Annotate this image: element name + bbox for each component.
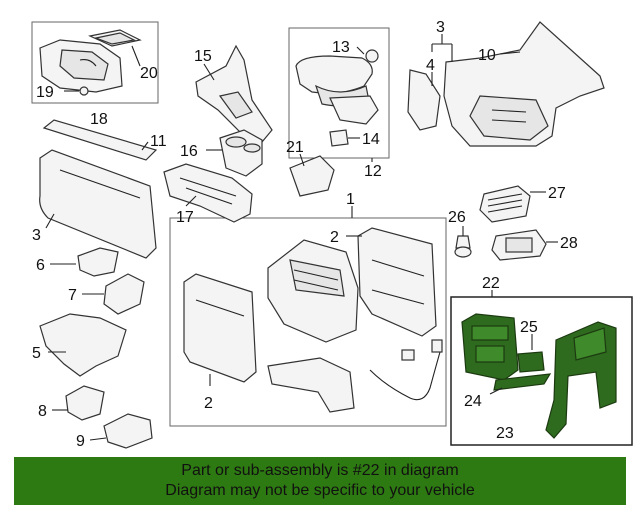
leader-15: [203, 63, 215, 81]
part-19-clip: [79, 86, 89, 96]
part-7-bracket: [103, 273, 145, 315]
callout-3-top: 3: [436, 19, 445, 36]
part-18-tray: [39, 39, 123, 93]
part-8-bracket: [65, 385, 105, 421]
part-1-console-box: [267, 239, 359, 343]
leader-9: [89, 437, 107, 441]
callout-10: 10: [478, 47, 496, 64]
callout-13: 13: [332, 39, 350, 56]
callout-4: 4: [426, 57, 435, 74]
part-13-armrest-lid: [295, 49, 379, 125]
leader-13: [356, 46, 365, 55]
frame-group-22: [450, 296, 633, 446]
leader-3-top: [431, 34, 453, 62]
callout-28: 28: [560, 235, 578, 252]
banner-line-2: Diagram may not be specific to your vehi…: [165, 482, 475, 499]
callout-26: 26: [448, 209, 466, 226]
callout-25: 25: [520, 319, 538, 336]
part-28-vent: [491, 229, 547, 261]
part-5-bracket: [39, 313, 127, 377]
leader-11: [141, 141, 149, 151]
part-2-side-panel: [183, 273, 257, 383]
callout-11: 11: [150, 133, 167, 150]
part-2-panel-right: [357, 227, 437, 337]
leader-20: [131, 45, 141, 67]
part-11-trim: [42, 119, 158, 161]
leader-17: [185, 195, 197, 207]
part-20-lid: [88, 29, 142, 47]
callout-3-left: 3: [32, 227, 41, 244]
leader-10: [499, 51, 521, 55]
banner-line-1: Part or sub-assembly is #22 in diagram: [181, 462, 459, 479]
part-1-lower-cover: [267, 357, 355, 413]
callout-23: 23: [496, 425, 514, 442]
callout-17: 17: [176, 209, 194, 226]
callout-9: 9: [76, 433, 85, 450]
part-10-rear-panel: [443, 21, 605, 147]
part-26-knob: [454, 235, 472, 258]
frame-group-18: [31, 21, 159, 104]
part-15-shift-panel: [195, 44, 273, 143]
callout-22: 22: [482, 275, 500, 292]
frame-group-12: [288, 27, 390, 159]
callout-20: 20: [140, 65, 158, 82]
leader-3-left: [45, 213, 55, 229]
callout-6: 6: [36, 257, 45, 274]
callout-7: 7: [68, 287, 77, 304]
callout-2-bottom: 2: [204, 395, 213, 412]
callout-19: 19: [36, 84, 54, 101]
callout-15: 15: [194, 48, 212, 65]
callout-27: 27: [548, 185, 566, 202]
callout-8: 8: [38, 403, 47, 420]
part-1-wire-harness: [369, 339, 443, 401]
part-14-clip: [329, 129, 349, 147]
part-27-vent: [479, 185, 531, 223]
callout-2-top: 2: [330, 229, 339, 246]
callout-5: 5: [32, 345, 41, 362]
callout-24: 24: [464, 393, 482, 410]
callout-14: 14: [362, 131, 380, 148]
part-4-panel: [407, 69, 441, 131]
part-21-plate: [289, 155, 335, 197]
leader-21: [299, 153, 305, 167]
callout-12: 12: [364, 163, 382, 180]
part-6-bracket: [77, 247, 119, 277]
frame-group-1: [169, 217, 447, 427]
callout-18: 18: [90, 111, 108, 128]
part-22-highlighted-panel: [461, 313, 617, 439]
part-3-side-panel-left: [39, 149, 157, 259]
callout-21: 21: [286, 139, 304, 156]
callout-1: 1: [346, 191, 355, 208]
part-9-bracket: [103, 413, 153, 449]
leader-24: [489, 387, 503, 395]
part-17-bracket: [163, 163, 253, 223]
info-banner: Part or sub-assembly is #22 in diagram D…: [14, 457, 626, 505]
callout-16: 16: [180, 143, 198, 160]
part-16-cupholder: [219, 129, 263, 177]
